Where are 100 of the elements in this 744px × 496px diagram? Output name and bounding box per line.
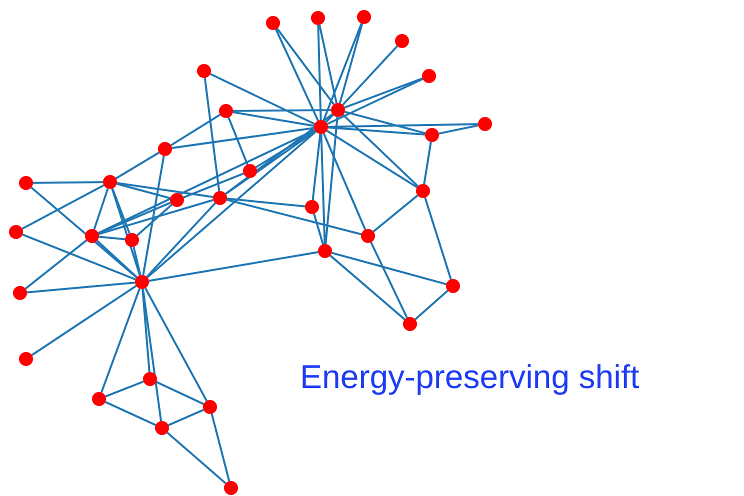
network-edge bbox=[146, 130, 316, 278]
network-edge bbox=[148, 251, 318, 282]
network-edge bbox=[276, 28, 335, 105]
graph-node bbox=[13, 286, 27, 300]
network-edge bbox=[93, 188, 109, 230]
network-edge bbox=[183, 172, 244, 198]
network-edge bbox=[322, 133, 366, 230]
graph-node bbox=[446, 279, 460, 293]
network-edge bbox=[232, 111, 314, 127]
network-edge bbox=[344, 110, 426, 134]
network-edge bbox=[31, 285, 137, 356]
graph-node bbox=[361, 229, 375, 243]
network-edge bbox=[98, 236, 126, 240]
network-edge bbox=[32, 181, 104, 184]
network-edge bbox=[142, 156, 165, 276]
network-edge bbox=[112, 188, 130, 234]
network-edge bbox=[115, 152, 160, 180]
network-edge bbox=[225, 113, 333, 195]
network-edge bbox=[342, 114, 419, 187]
network-edge bbox=[146, 202, 216, 278]
network-edge bbox=[322, 23, 362, 121]
network-edge bbox=[320, 134, 326, 244]
graph-node bbox=[143, 372, 157, 386]
graph-node bbox=[305, 200, 319, 214]
network-edge bbox=[22, 234, 136, 280]
graph-node bbox=[103, 175, 117, 189]
network-edge bbox=[325, 114, 334, 123]
network-edge bbox=[344, 78, 423, 108]
graph-node bbox=[422, 69, 436, 83]
network-edge bbox=[210, 73, 316, 125]
graph-node bbox=[243, 164, 257, 178]
network-edge bbox=[30, 186, 138, 278]
graph-node bbox=[9, 225, 23, 239]
network-edge bbox=[22, 184, 104, 230]
network-edge bbox=[96, 240, 138, 278]
network-edge bbox=[226, 198, 362, 236]
graph-node bbox=[357, 10, 371, 24]
network-edge bbox=[170, 114, 221, 146]
graph-node bbox=[425, 128, 439, 142]
graph-node bbox=[125, 233, 139, 247]
network-edge bbox=[318, 24, 338, 104]
network-edge bbox=[370, 242, 408, 318]
graph-node bbox=[416, 184, 430, 198]
network-edge bbox=[98, 129, 316, 234]
network-edge bbox=[132, 246, 142, 276]
network-edge bbox=[275, 28, 319, 122]
graph-node bbox=[478, 117, 492, 131]
graph-node bbox=[318, 244, 332, 258]
network-edge bbox=[142, 288, 162, 422]
graph-node bbox=[135, 275, 149, 289]
network-edge bbox=[328, 126, 426, 136]
network-edge bbox=[312, 134, 322, 200]
graph-node bbox=[224, 481, 238, 495]
network-edge bbox=[136, 204, 172, 236]
network-edge bbox=[372, 194, 418, 232]
network-edge bbox=[166, 432, 226, 484]
graph-node bbox=[219, 104, 233, 118]
network-edge bbox=[232, 109, 332, 112]
network-edge bbox=[116, 182, 214, 198]
network-edge bbox=[104, 401, 156, 426]
network-edge bbox=[342, 45, 398, 106]
graph-node bbox=[197, 64, 211, 78]
network-edge bbox=[144, 288, 208, 402]
network-edge bbox=[100, 288, 141, 393]
network-edge bbox=[330, 254, 406, 320]
network-edge bbox=[24, 240, 88, 290]
network-edge bbox=[142, 288, 150, 372]
graph-node bbox=[85, 229, 99, 243]
network-edge bbox=[326, 78, 424, 125]
network-edge bbox=[338, 23, 364, 104]
network-edge bbox=[226, 198, 306, 208]
network-edge bbox=[414, 290, 448, 320]
network-edge bbox=[313, 213, 324, 245]
caption-text: Energy-preserving shift bbox=[300, 358, 640, 396]
graph-node bbox=[203, 400, 217, 414]
network-edge bbox=[424, 197, 452, 280]
graph-node bbox=[213, 191, 227, 205]
network-edge bbox=[438, 124, 478, 135]
graph-node bbox=[158, 142, 172, 156]
network-edge bbox=[116, 182, 170, 200]
graph-node bbox=[155, 421, 169, 435]
network-edge bbox=[228, 117, 248, 165]
network-edge bbox=[26, 282, 136, 294]
network-edge bbox=[156, 381, 204, 405]
network-edge bbox=[210, 414, 230, 482]
graph-node bbox=[311, 11, 325, 25]
network-edge bbox=[98, 199, 214, 235]
graph-node bbox=[403, 317, 417, 331]
network-edge bbox=[168, 408, 204, 426]
network-edge bbox=[105, 380, 144, 398]
network-edge bbox=[331, 252, 447, 286]
graph-node bbox=[331, 103, 345, 117]
network-edge bbox=[423, 142, 432, 184]
network-edge bbox=[324, 116, 338, 244]
network-edge bbox=[204, 78, 220, 192]
network-edge bbox=[317, 24, 322, 120]
network-edge bbox=[172, 126, 314, 150]
network-edge bbox=[328, 123, 478, 128]
network-edge bbox=[111, 188, 141, 276]
graph-node bbox=[266, 16, 280, 30]
